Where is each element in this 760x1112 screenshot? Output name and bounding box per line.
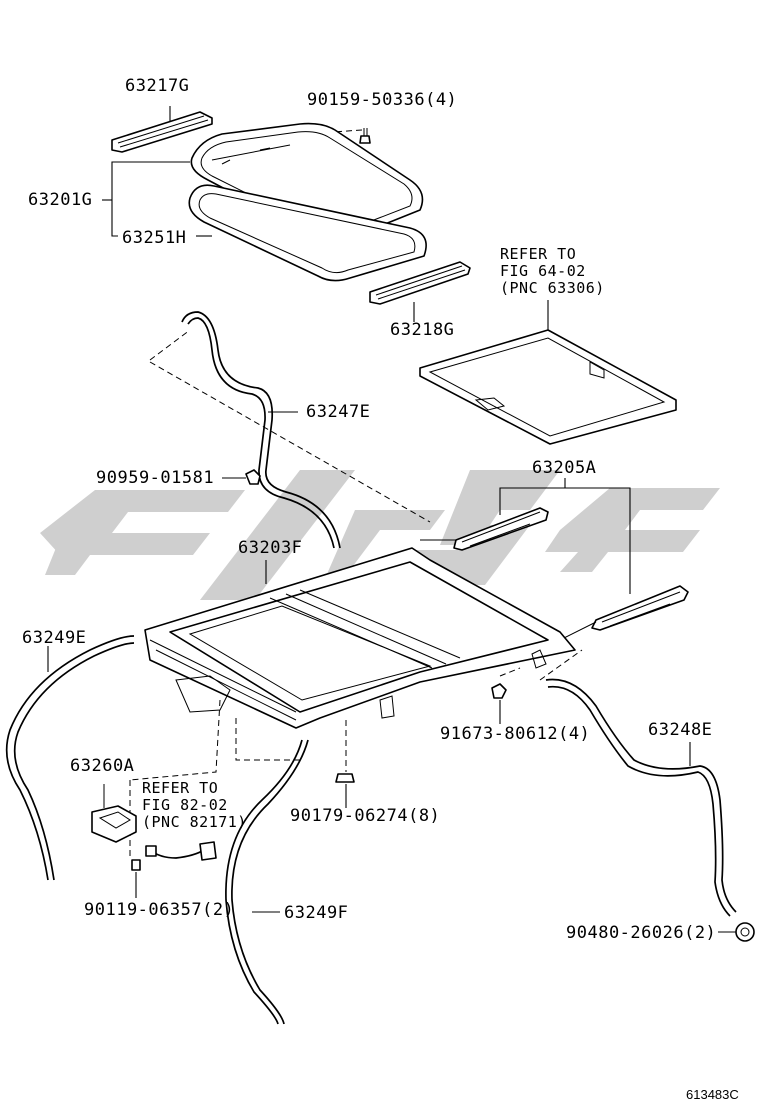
part-label-90159-50336: 90159-50336(4) xyxy=(307,90,458,110)
part-label-63218g: 63218G xyxy=(390,320,455,340)
part-label-63217g: 63217G xyxy=(125,76,190,96)
reference-note-fig-82-02: REFER TO FIG 82-02 (PNC 82171) xyxy=(142,779,247,831)
part-label-63249f: 63249F xyxy=(284,903,349,923)
bolt-90119 xyxy=(131,859,141,898)
sunroof-frame-63203f xyxy=(144,547,576,729)
part-label-63247e: 63247E xyxy=(306,402,371,422)
clip-91673 xyxy=(491,683,507,724)
part-label-63203f: 63203F xyxy=(238,538,303,558)
clamp-90480 xyxy=(718,922,755,942)
part-label-63201g: 63201G xyxy=(28,190,93,210)
clip-90959 xyxy=(222,469,261,485)
reference-note-fig-64-02: REFER TO FIG 64-02 (PNC 63306) xyxy=(500,245,605,297)
part-label-63260a: 63260A xyxy=(70,756,135,776)
part-label-63205a: 63205A xyxy=(532,458,597,478)
motor-63260a xyxy=(91,784,217,861)
seal-63251h xyxy=(188,184,427,282)
sunshade-panel xyxy=(419,300,677,445)
part-label-90179-06274: 90179-06274(8) xyxy=(290,806,441,826)
rail-lower-63205a xyxy=(559,585,689,641)
part-label-63248e: 63248E xyxy=(648,720,713,740)
weatherstrip-63217g xyxy=(111,111,213,153)
grommet-90179 xyxy=(335,773,355,808)
part-label-63249e: 63249E xyxy=(22,628,87,648)
part-label-63251h: 63251H xyxy=(122,228,187,248)
drain-hose-63247e xyxy=(181,311,341,549)
glass-panel-63201g xyxy=(190,122,424,243)
drain-hose-63249f xyxy=(225,739,309,1025)
drain-hose-63248e xyxy=(545,678,737,917)
part-label-91673-80612: 91673-80612(4) xyxy=(440,724,591,744)
part-label-90959-01581: 90959-01581 xyxy=(96,468,215,488)
part-label-90119-06357: 90119-06357(2) xyxy=(84,900,235,920)
part-label-90480-26026: 90480-26026(2) xyxy=(566,923,717,943)
drain-hose-63249e xyxy=(5,635,135,881)
weatherstrip-63218g xyxy=(369,261,471,322)
figure-id: 613483C xyxy=(686,1087,739,1102)
rail-upper-63205a xyxy=(420,507,549,551)
